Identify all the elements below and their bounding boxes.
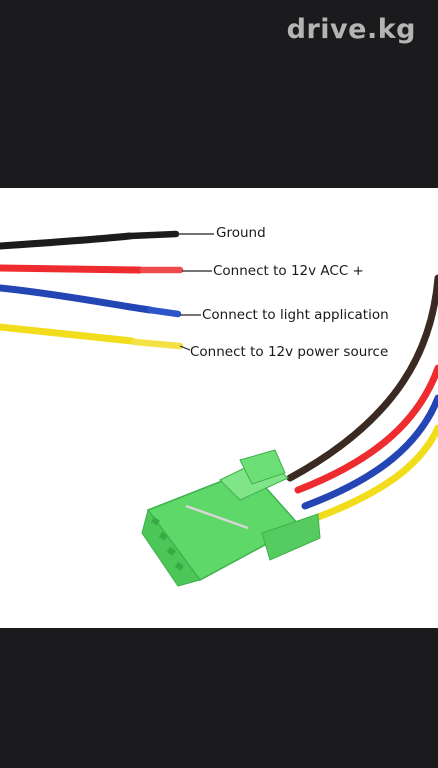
light-wire-tip <box>146 306 182 318</box>
label-power: Connect to 12v power source <box>190 344 389 360</box>
label-ground: Ground <box>216 225 266 241</box>
connector-latch <box>239 449 286 485</box>
power-leader-line <box>179 345 191 351</box>
power-wire <box>0 323 136 345</box>
label-light: Connect to light application <box>202 307 389 323</box>
light-wire <box>0 284 154 314</box>
pin-slot-1 <box>150 516 160 526</box>
pin-slot-3 <box>166 546 176 556</box>
label-acc: Connect to 12v ACC + <box>213 263 364 279</box>
power-wire-tip <box>131 338 184 350</box>
wire-ends <box>0 230 214 351</box>
bottom-dark-bar <box>0 628 438 768</box>
pin-slot-4 <box>174 561 184 571</box>
pin-slot-2 <box>158 531 168 541</box>
wiring-diagram-svg <box>0 230 438 587</box>
harness-brown-wire <box>286 274 438 482</box>
top-dark-bar: drive.kg <box>0 0 438 188</box>
ground-wire <box>0 232 134 250</box>
harness-yellow-wire <box>306 424 438 524</box>
watermark-logo: drive.kg <box>286 14 416 45</box>
acc-wire <box>0 264 144 274</box>
wiring-diagram-photo: Ground Connect to 12v ACC + Connect to l… <box>0 188 438 628</box>
connector-side-tab <box>261 513 321 561</box>
harness-wires <box>286 274 438 524</box>
connector-plug <box>141 449 321 587</box>
harness-red-wire <box>294 364 438 494</box>
harness-blue-wire <box>301 394 438 510</box>
ground-wire-tip <box>126 230 180 240</box>
connector-guide-bar <box>185 504 249 530</box>
